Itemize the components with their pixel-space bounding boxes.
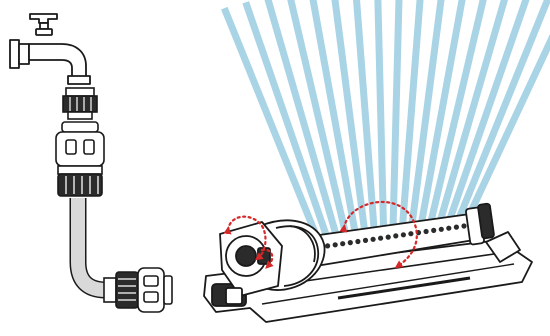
- nozzle-hole: [424, 229, 429, 234]
- nozzle-hole: [325, 243, 330, 248]
- nozzle-hole: [355, 239, 360, 244]
- nozzle-hole: [393, 233, 398, 238]
- water-jet: [393, 0, 400, 229]
- hose-icon: [78, 198, 112, 290]
- nozzle-hole: [340, 241, 345, 246]
- nozzle-hole: [333, 242, 338, 247]
- hose-connector-icon: [56, 122, 104, 196]
- sprinkler-icon: [204, 203, 532, 322]
- nozzle-hole: [378, 236, 383, 241]
- hose-connector-icon: [104, 268, 172, 312]
- nozzle-hole: [439, 227, 444, 232]
- nozzle-hole: [454, 225, 459, 230]
- nozzle-hole: [446, 226, 451, 231]
- water-jet: [377, 0, 383, 230]
- nozzle-hole: [461, 223, 466, 228]
- nozzle-hole: [431, 228, 436, 233]
- faucet-icon: [10, 14, 90, 84]
- nozzle-hole: [386, 235, 391, 240]
- threaded-connector-icon: [63, 88, 97, 119]
- nozzle-hole: [348, 240, 353, 245]
- water-jet: [246, 2, 328, 238]
- water-jets: [224, 0, 550, 240]
- nozzle-hole: [371, 237, 376, 242]
- nozzle-hole: [401, 232, 406, 237]
- nozzle-hole: [408, 231, 413, 236]
- nozzle-hole: [363, 238, 368, 243]
